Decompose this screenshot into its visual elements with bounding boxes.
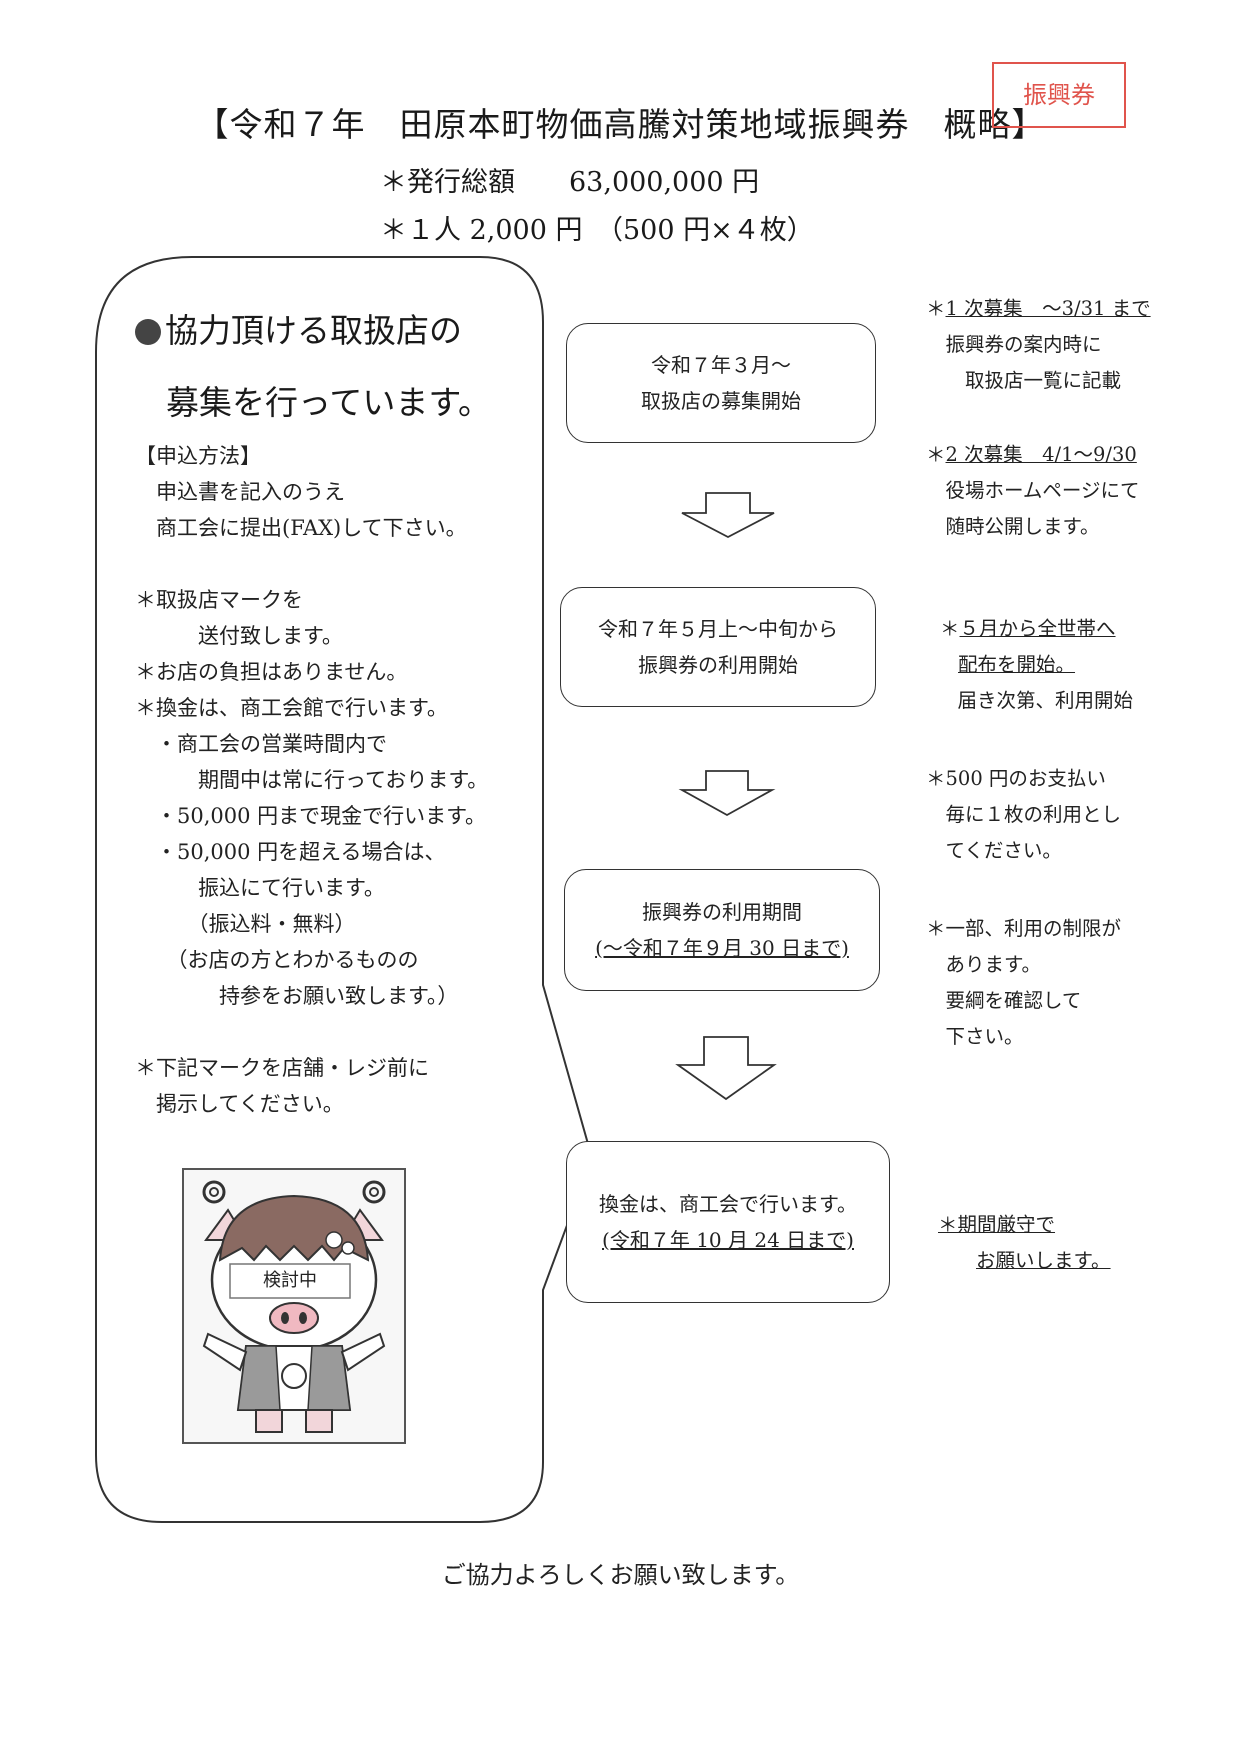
total-amount: ＊発行総額 63,000,000 円 <box>380 167 760 198</box>
flow-step-1-line1: 令和７年３月～ <box>651 353 791 377</box>
note-distribution: ＊５月から全世帯へ <box>940 617 1116 640</box>
note-line: 届き次第、利用開始 <box>938 689 1134 712</box>
flow-step-2-line1: 令和７年５月上～中旬から <box>598 617 838 641</box>
panel-line: ・50,000 円まで現金で行います。 <box>135 804 487 828</box>
panel-heading-line1: 協力頂ける取扱店の <box>135 304 462 352</box>
per-person-amount: ＊１人 2,000 円 （500 円×４枚） <box>380 215 814 246</box>
flow-arrows <box>675 492 777 1101</box>
panel-line: 【申込方法】 <box>135 444 261 468</box>
note-line: 振興券の案内時に <box>926 333 1102 356</box>
closing-message: ご協力よろしくお願い致します。 <box>441 1561 800 1589</box>
panel-line: ＊取扱店マークを <box>135 588 303 612</box>
panel-line: 掲示してください。 <box>135 1092 344 1116</box>
flow-step-1: 令和７年３月～ 取扱店の募集開始 <box>566 323 876 443</box>
flow-step-1-line2: 取扱店の募集開始 <box>641 389 801 413</box>
flow-step-4-line1: 換金は、商工会で行います。 <box>599 1192 857 1216</box>
panel-line: ・50,000 円を超える場合は、 <box>135 840 446 864</box>
flow-step-4: 換金は、商工会で行います。 (令和７年 10 月 24 日まで) <box>566 1141 890 1303</box>
note-line: てください。 <box>926 839 1062 862</box>
note-line: 下さい。 <box>926 1025 1024 1048</box>
panel-line: ＊下記マークを店舗・レジ前に <box>135 1056 429 1080</box>
panel-line: ＊お店の負担はありません。 <box>135 660 408 684</box>
note-line: あります。 <box>926 953 1042 976</box>
down-arrow-1 <box>681 492 775 539</box>
panel-heading-line2: 募集を行っています。 <box>166 383 492 422</box>
panel-line: 持参をお願い致します。） <box>135 984 459 1008</box>
note-line: 役場ホームページにて <box>926 479 1140 502</box>
stamp-label: 振興券 <box>992 62 1126 128</box>
panel-line: （お店の方とわかるものの <box>135 948 419 972</box>
mascot-label: 検討中 <box>263 1270 317 1291</box>
note-line: 毎に１枚の利用とし <box>926 803 1122 826</box>
note-line: 配布を開始。 <box>958 653 1076 676</box>
flow-step-3: 振興券の利用期間 (～令和７年９月 30 日まで) <box>564 869 880 991</box>
panel-line: 振込にて行います。 <box>135 876 385 900</box>
panel-line: ・商工会の営業時間内で <box>135 732 387 756</box>
flow-step-2-line2: 振興券の利用開始 <box>638 653 798 677</box>
flow-step-3-line1: 振興券の利用期間 <box>642 900 802 924</box>
bullet-icon <box>135 319 161 345</box>
note-line: 随時公開します。 <box>926 515 1100 538</box>
panel-line: 商工会に提出(FAX)して下さい。 <box>135 516 467 540</box>
flow-step-2: 令和７年５月上～中旬から 振興券の利用開始 <box>560 587 876 707</box>
page-title: 【令和７年 田原本町物価高騰対策地域振興券 概略】 <box>195 105 1046 144</box>
note-second-recruitment: ＊2 次募集 4/1～9/30 <box>926 443 1137 466</box>
flow-step-3-line2: (～令和７年９月 30 日まで) <box>595 936 849 960</box>
panel-line: （振込料・無料） <box>135 912 356 936</box>
note-line: ＊一部、利用の制限が <box>926 917 1122 940</box>
flow-step-4-line2: (令和７年 10 月 24 日まで) <box>602 1228 854 1252</box>
note-line: 取扱店一覧に記載 <box>926 369 1122 392</box>
note-line: 要綱を確認して <box>926 989 1082 1012</box>
panel-line: ＊換金は、商工会館で行います。 <box>135 696 448 720</box>
panel-line: 送付致します。 <box>135 624 343 648</box>
pig-mascot-icon <box>184 1170 404 1442</box>
note-line: お願いします。 <box>976 1249 1111 1272</box>
mascot-image: 検討中 <box>182 1168 406 1444</box>
down-arrow-3 <box>675 1036 777 1101</box>
panel-line: 申込書を記入のうえ <box>135 480 345 504</box>
note-first-recruitment: ＊1 次募集 ～3/31 まで <box>926 297 1151 320</box>
panel-line: 期間中は常に行っております。 <box>135 768 489 792</box>
down-arrow-2 <box>678 770 776 817</box>
note-line: ＊500 円のお支払い <box>926 767 1106 790</box>
note-deadline: ＊期間厳守で <box>938 1213 1056 1236</box>
